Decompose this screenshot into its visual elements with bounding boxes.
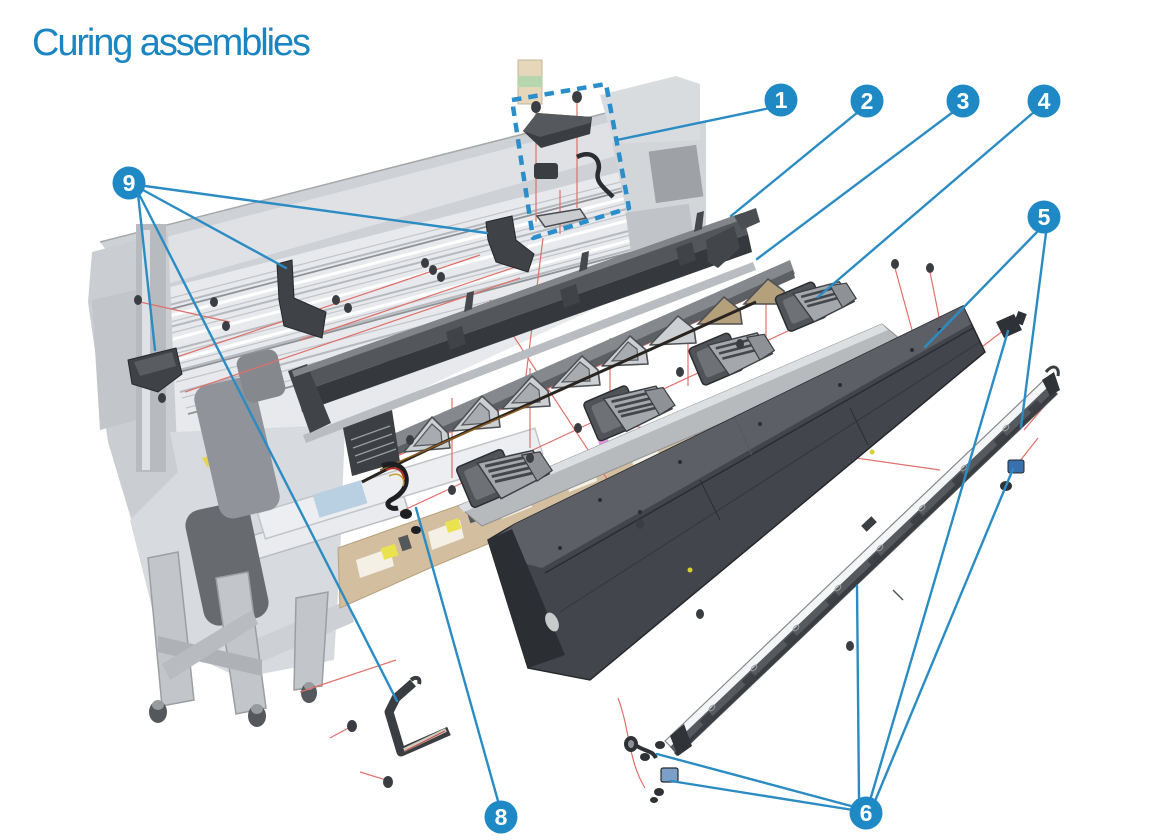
svg-text:5: 5 <box>1038 204 1051 230</box>
svg-text:9: 9 <box>123 170 136 196</box>
svg-text:3: 3 <box>957 88 970 114</box>
svg-text:2: 2 <box>861 88 874 114</box>
svg-text:8: 8 <box>495 804 508 830</box>
svg-text:1: 1 <box>775 87 788 113</box>
svg-text:Curing assemblies: Curing assemblies <box>32 22 310 64</box>
svg-text:6: 6 <box>860 800 873 826</box>
svg-text:4: 4 <box>1038 88 1051 114</box>
